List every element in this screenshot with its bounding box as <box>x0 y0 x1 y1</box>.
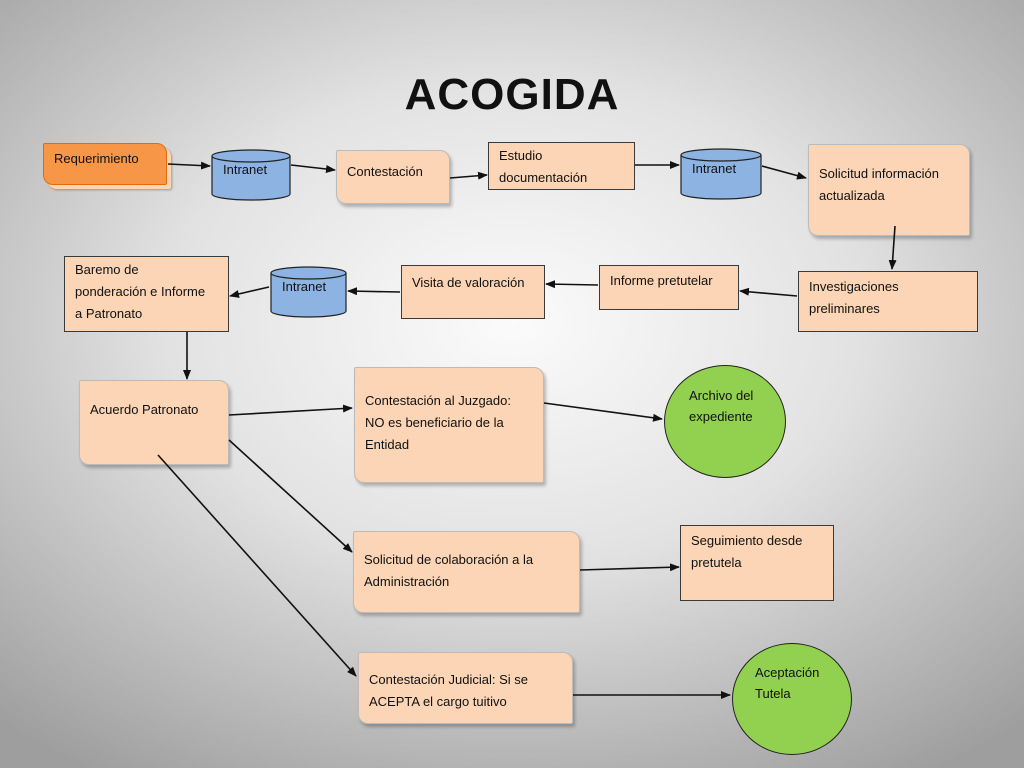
arrow-colaboracion-seguimiento <box>579 563 680 572</box>
database-icon <box>270 266 347 318</box>
arrow-intranet1-contestacion <box>290 164 336 173</box>
node-visita-valoracion: Visita de valoración <box>401 265 545 319</box>
node-intranet-1-label: Intranet <box>223 162 268 177</box>
node-investigaciones-line1: Investigaciones <box>809 279 899 294</box>
node-contestacion-juzgado-line3: Entidad <box>365 437 410 452</box>
arrow-intranet3-baremo <box>229 286 270 298</box>
node-contestacion-judicial-line1: Contestación Judicial: Si se <box>369 672 528 687</box>
arrow-informe-visita <box>545 280 599 289</box>
arrow-juzgado-archivo <box>543 402 663 422</box>
node-requerimiento-label: Requerimiento <box>54 151 139 166</box>
arrow-investigaciones-informe <box>739 287 798 297</box>
node-contestacion-juzgado: Contestación al Juzgado: NO es beneficia… <box>354 367 544 483</box>
node-baremo-line1: Baremo de <box>75 262 139 277</box>
node-visita-valoracion-label: Visita de valoración <box>412 275 525 290</box>
node-contestacion-judicial-line2: ACEPTA el cargo tuitivo <box>369 694 507 709</box>
node-baremo: Baremo de ponderación e Informe a Patron… <box>64 256 229 332</box>
arrow-visita-intranet3 <box>347 287 401 296</box>
node-investigaciones-preliminares: Investigaciones preliminares <box>798 271 978 332</box>
node-contestacion-judicial: Contestación Judicial: Si se ACEPTA el c… <box>358 652 573 724</box>
node-seguimiento-pretutela: Seguimiento desde pretutela <box>680 525 834 601</box>
node-estudio-line1: Estudio <box>499 148 543 163</box>
arrow-contestacion-estudio <box>449 171 488 180</box>
arrow-solicitud-investigaciones <box>888 225 897 270</box>
node-intranet-3-label: Intranet <box>282 279 327 294</box>
node-contestacion-juzgado-line2: NO es beneficiario de la <box>365 415 504 430</box>
arrow-intranet2-solicitud <box>761 165 807 180</box>
node-baremo-line3: a Patronato <box>75 306 143 321</box>
arrow-acuerdo-judicial <box>157 454 357 677</box>
node-informe-pretutelar: Informe pretutelar <box>599 265 739 310</box>
arrow-acuerdo-juzgado <box>228 404 353 416</box>
node-solicitud-informacion: Solicitud información actualizada <box>808 144 970 236</box>
node-requerimiento: Requerimiento <box>43 143 167 185</box>
arrow-acuerdo-colaboracion <box>228 439 353 553</box>
arrow-requerimiento-intranet1 <box>167 161 211 170</box>
node-acuerdo-patronato-label: Acuerdo Patronato <box>90 402 199 417</box>
node-contestacion-label: Contestación <box>347 164 423 179</box>
node-intranet-3: Intranet <box>270 266 347 318</box>
node-contestacion: Contestación <box>336 150 450 204</box>
node-intranet-2: Intranet <box>680 148 762 200</box>
node-seguimiento-line1: Seguimiento desde <box>691 533 803 548</box>
node-solicitud-colab-line1: Solicitud de colaboración a la <box>364 552 534 567</box>
node-investigaciones-line2: preliminares <box>809 301 880 316</box>
node-estudio-line2: documentación <box>499 170 588 185</box>
node-estudio-documentacion: Estudio documentación <box>488 142 635 190</box>
node-solicitud-colab-line2: Administración <box>364 574 450 589</box>
database-icon <box>680 148 762 200</box>
database-icon <box>211 149 291 201</box>
node-baremo-line2: ponderación e Informe <box>75 284 206 299</box>
node-aceptacion-line2: Tutela <box>755 686 791 701</box>
node-informe-pretutelar-label: Informe pretutelar <box>610 273 713 288</box>
node-acuerdo-patronato: Acuerdo Patronato <box>79 380 229 465</box>
node-seguimiento-line2: pretutela <box>691 555 742 570</box>
node-archivo-expediente: Archivo del expediente <box>664 365 786 478</box>
node-intranet-2-label: Intranet <box>692 161 737 176</box>
page-title: ACOGIDA <box>404 70 620 119</box>
node-aceptacion-line1: Aceptación <box>755 665 820 680</box>
node-solicitud-info-line1: Solicitud información <box>819 166 939 181</box>
node-contestacion-juzgado-line1: Contestación al Juzgado: <box>365 393 511 408</box>
node-solicitud-colaboracion: Solicitud de colaboración a la Administr… <box>353 531 580 613</box>
node-aceptacion-tutela: Aceptación Tutela <box>732 643 852 755</box>
node-archivo-line1: Archivo del <box>689 388 754 403</box>
node-solicitud-info-line2: actualizada <box>819 188 885 203</box>
node-intranet-1: Intranet <box>211 149 291 201</box>
node-archivo-line2: expediente <box>689 409 753 424</box>
